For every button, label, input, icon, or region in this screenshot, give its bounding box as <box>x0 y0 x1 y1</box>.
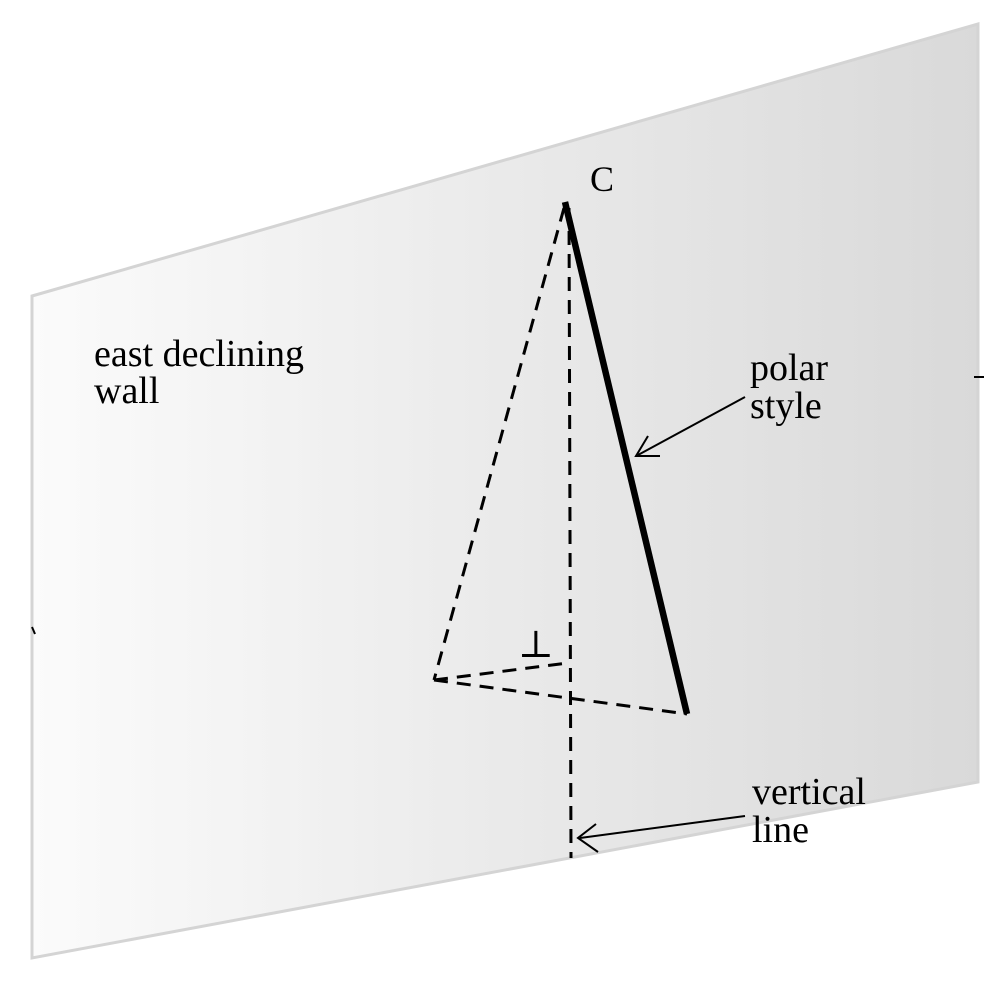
wall-label-line1: east declining <box>94 333 304 375</box>
vertical-line-label-line1: vertical <box>752 771 866 813</box>
vertical-line-arrow <box>576 815 746 853</box>
vertical-line-label-line2: line <box>752 809 809 851</box>
polar-style-arrow <box>634 396 746 457</box>
wall-plane <box>30 22 980 960</box>
vertical-dashed-line <box>567 207 573 859</box>
polar-style-label-line1: polar <box>750 347 828 389</box>
left-edge-tick <box>31 626 36 635</box>
wall-label-line2: wall <box>94 370 159 412</box>
perpendicular-mark: ⊥ <box>518 624 554 666</box>
polar-style-line <box>561 201 691 715</box>
dashed-line-base-to-style-tip <box>433 678 688 716</box>
dashed-line-c-to-base <box>432 207 566 681</box>
point-c-label: C <box>590 159 614 199</box>
polar-style-label-line2: style <box>750 385 822 427</box>
